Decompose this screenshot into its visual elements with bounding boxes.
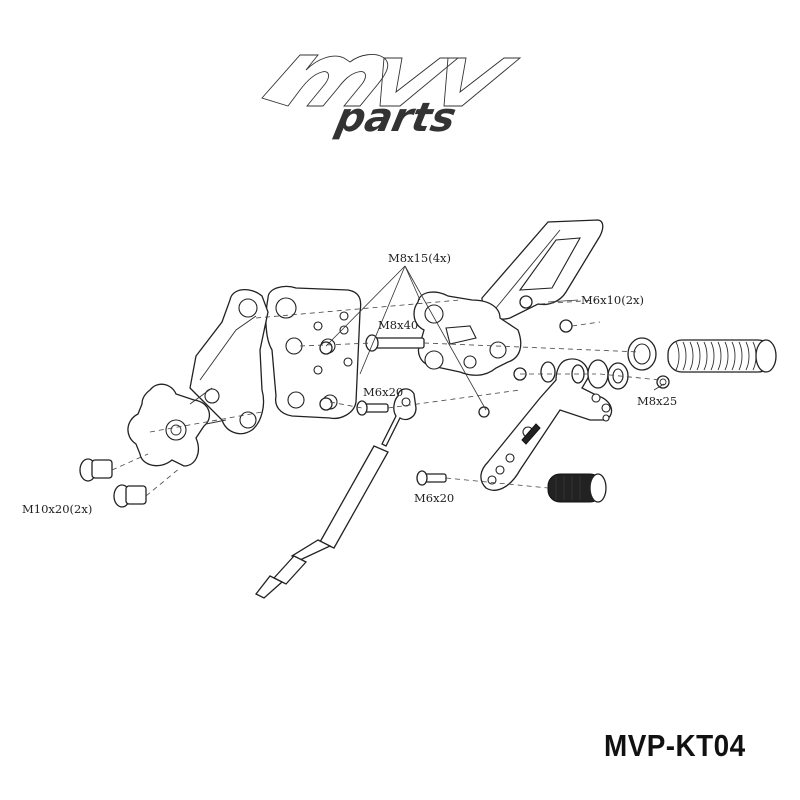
m10-bolt-2 — [113, 484, 147, 508]
star-knob — [127, 383, 227, 467]
label-m6x20-bottom: M6x20 — [414, 491, 454, 505]
label-m6x20-top: M6x20 — [363, 385, 403, 399]
shift-rod — [255, 388, 417, 599]
label-m10x20: M10x20(2x) — [22, 502, 92, 516]
bolt-m8x40 — [365, 334, 425, 352]
shift-lever — [480, 358, 613, 491]
bolt-m6x20-top — [356, 400, 389, 416]
leader-lines — [325, 265, 665, 411]
logo-parts-text: parts — [331, 93, 460, 140]
product-code: MVP-KT04 — [604, 728, 746, 763]
assembly-lines — [111, 299, 661, 497]
label-m8x25: M8x25 — [637, 394, 677, 408]
rearset-plate — [413, 291, 522, 376]
label-m8x15: M8x15(4x) — [388, 251, 451, 265]
mv-parts-logo: parts — [261, 54, 522, 141]
foot-peg — [627, 337, 777, 373]
label-m6x10: M6x10(2x) — [581, 293, 644, 307]
bolt-m6x20-bottom — [416, 470, 447, 486]
mounting-bracket — [265, 285, 362, 420]
lever-peg — [547, 473, 607, 503]
m10-bolt-1 — [79, 458, 113, 482]
adapter-plate — [189, 289, 269, 435]
peg-spacers — [587, 359, 670, 390]
label-m8x40: M8x40 — [378, 318, 418, 332]
